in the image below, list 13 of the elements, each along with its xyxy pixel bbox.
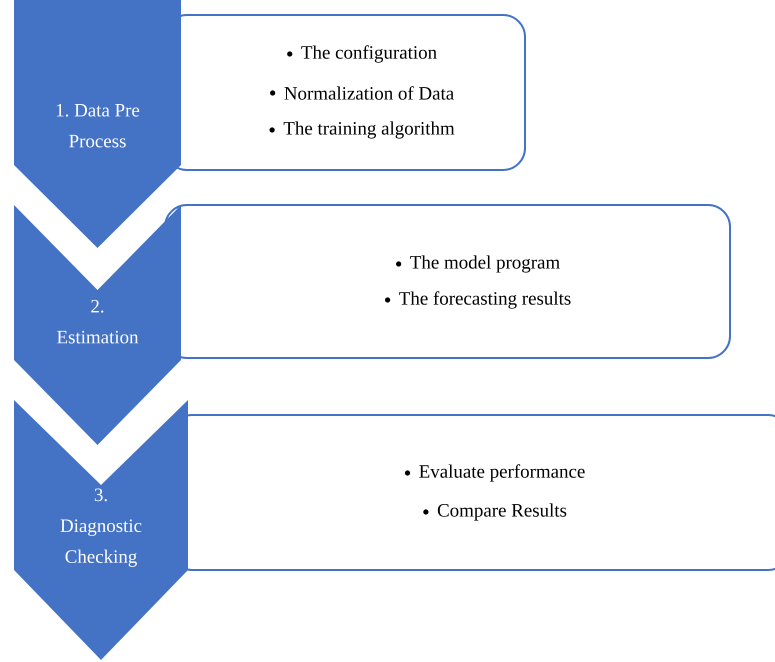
step-label: 1. Data Pre Process: [56, 104, 140, 148]
step-banner: [14, 204, 181, 445]
bullet-item: Normalization of Data: [284, 86, 454, 100]
step-banner: [14, 400, 188, 660]
bullet-item: The training algorithm: [284, 121, 454, 139]
step-label: 3. Diagnostic Checking: [60, 488, 142, 567]
bullet-item: The forecasting results: [399, 291, 571, 309]
bullet-item: The model program: [410, 255, 560, 273]
bullet-item: Compare Results: [438, 503, 566, 521]
bullet-item: The configuration: [301, 45, 437, 63]
step-banner: [14, 0, 181, 248]
bullet-item: Evaluate performance: [419, 464, 585, 482]
step-label: 2. Estimation: [57, 300, 138, 344]
